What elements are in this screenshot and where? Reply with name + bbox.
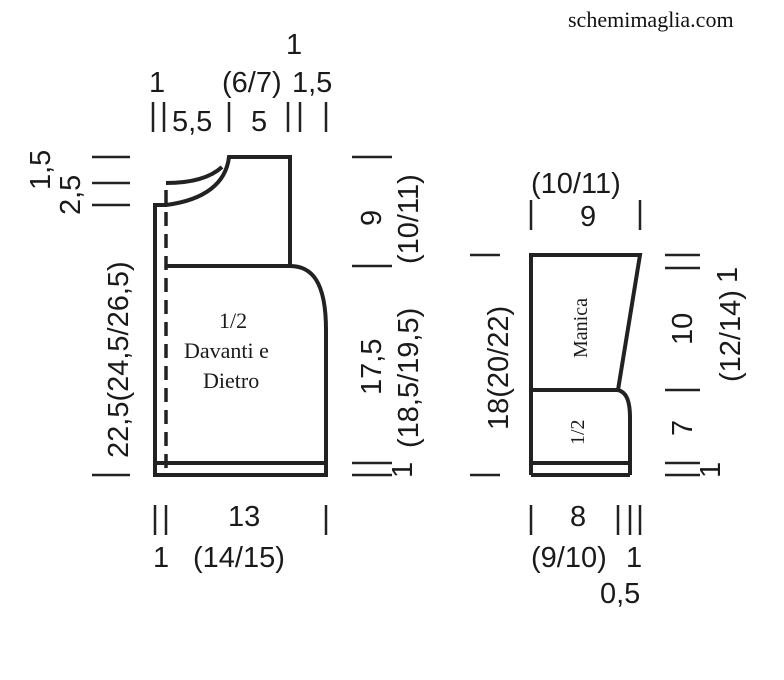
body-left-neckdrop2-dim: 2,5 [55,175,87,215]
sleeve-bottom-edge-small-dim: 0,5 [600,578,640,610]
body-top-shoulder-dim: 5 [251,106,267,138]
body-piece-label-line3: Dietro [203,368,259,393]
sleeve-right-top-edge-dim: 1 [712,267,744,283]
sleeve-bottom-edge-dim: 1 [626,542,642,574]
sleeve-label-main: Manica [570,298,592,358]
sleeve-top-width-alt-dim: (10/11) [531,168,621,200]
sleeve-left-height-dim: 18(20/22) [483,306,515,430]
body-left-neckdrop1-dim: 1,5 [25,150,57,190]
body-right-body-dim: 17,5 [356,339,388,395]
sleeve-right-lower-dim: 7 [667,420,699,436]
body-piece-label-line2: Davanti e [184,338,269,363]
body-top-armhole-dim: 1,5 [292,67,332,99]
sleeve-right-upper-alt-dim: (12/14) [715,290,747,382]
body-left-height-dim: 22,5(24,5/26,5) [103,261,135,458]
body-right-body-alt-dim: (18,5/19,5) [393,308,425,448]
body-right-armhole-dim: 9 [356,210,388,226]
sleeve-bottom-width-dim: 8 [570,501,586,533]
body-right-hem-dim: 1 [387,462,419,478]
sleeve-right-hem-dim: 1 [695,462,727,478]
sleeve-bottom-width-alt-dim: (9/10) [531,542,607,574]
sleeve-right-upper-dim: 10 [667,313,699,345]
body-bottom-width-dim: 13 [228,501,260,533]
sleeve-label-half: 1/2 [567,419,589,445]
body-back-neckline [165,165,224,185]
sleeve-piece-outline [529,253,643,465]
site-watermark: schemimaglia.com [568,7,734,32]
body-top-neck-dim: 5,5 [172,106,212,138]
body-bottom-width-alt-dim: (14/15) [193,542,285,574]
body-top-edge-dim: 1 [149,67,165,99]
body-top-shoulder-alt-dim: (6/7) [222,67,282,99]
body-bottom-edge-dim: 1 [153,542,169,574]
sleeve-top-width-dim: 9 [580,201,596,233]
body-piece: 1/2 Davanti e Dietro 1 5,5 (6/7) 5 1 1,5… [25,29,425,574]
body-right-armhole-alt-dim: (10/11) [393,174,425,264]
body-top-offset-dim: 1 [286,29,302,61]
body-piece-label-fraction: 1/2 [219,308,247,333]
sleeve-piece: Manica 1/2 (10/11) 9 18(20/22) 1 10 (12/… [470,168,747,610]
